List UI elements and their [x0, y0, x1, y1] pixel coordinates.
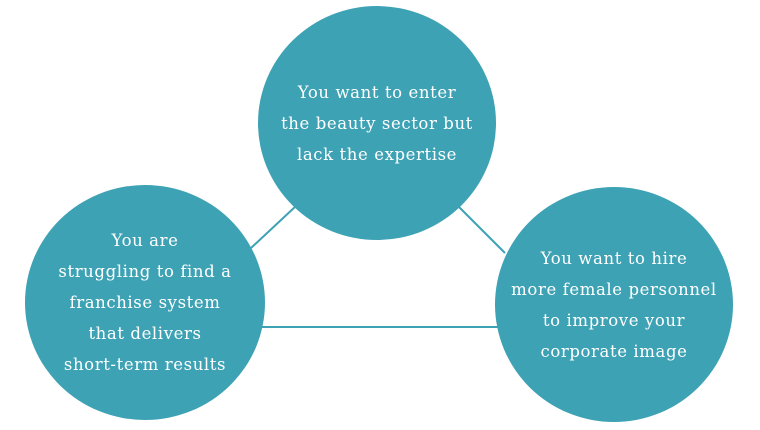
node-circle-female-personnel: You want to hire more female personnel t… — [495, 187, 733, 422]
node-line: corporate image — [540, 341, 688, 361]
node-line: to improve your — [542, 310, 686, 330]
node-line: You want to enter — [297, 82, 457, 102]
node-line: lack the expertise — [296, 144, 458, 164]
node-line: more female personnel — [511, 279, 717, 299]
node-circle-franchise-system: You are struggling to find a franchise s… — [25, 185, 265, 420]
node-circle-beauty-sector: You want to enter the beauty sector but … — [258, 6, 496, 240]
node-line: that delivers — [88, 324, 202, 343]
node-line: You are — [111, 231, 179, 250]
node-line: the beauty sector but — [281, 113, 473, 133]
node-line: You want to hire — [540, 248, 688, 268]
node-text-beauty-sector: You want to enter the beauty sector but … — [281, 77, 473, 170]
node-line: short-term results — [63, 355, 227, 374]
connector-top-left — [250, 205, 297, 249]
node-line: struggling to find a — [58, 262, 232, 281]
node-text-female-personnel: You want to hire more female personnel t… — [511, 243, 717, 367]
connector-top-right — [458, 206, 506, 254]
node-text-franchise-system: You are struggling to find a franchise s… — [58, 225, 231, 380]
node-line: franchise system — [69, 293, 221, 312]
